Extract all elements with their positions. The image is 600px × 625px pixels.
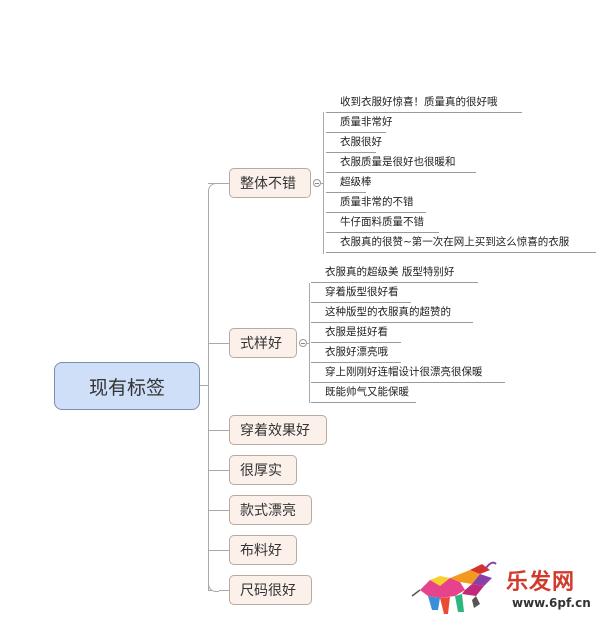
watermark-brand: 乐发网 [506, 569, 576, 595]
leaf-item[interactable]: 超级棒 [326, 173, 372, 193]
branch-node-size-good[interactable]: 尺码很好 [229, 575, 312, 605]
branch-connector-5 [208, 510, 229, 511]
branch-node-fabric-good[interactable]: 布料好 [229, 535, 297, 565]
root-node[interactable]: 现有标签 [54, 362, 200, 410]
leaf-group-vertical-2 [309, 283, 310, 403]
branch-connector-4 [208, 470, 229, 471]
leaf-item[interactable]: 穿着版型很好看 [311, 283, 411, 303]
leaf-item[interactable]: 牛仔面料质量不错 [326, 213, 439, 233]
branch-label: 整体不错 [240, 176, 296, 192]
root-label: 现有标签 [88, 376, 165, 399]
leaf-item[interactable]: 衣服很好 [326, 133, 382, 153]
branch-label: 很厚实 [240, 463, 282, 479]
branch-label: 穿着效果好 [240, 423, 310, 439]
bull-icon [411, 561, 497, 614]
leaf-item[interactable]: 衣服好漂亮哦 [311, 343, 401, 363]
branch-node-overall-good[interactable]: 整体不错 [229, 168, 311, 198]
watermark-logo: 乐发网 www.6pf.cn [410, 560, 595, 620]
leaf-item[interactable]: 衣服质量是很好也很暖和 [326, 153, 476, 173]
leaf-item[interactable]: 衣服是挺好看 [311, 323, 401, 343]
leaf-item[interactable]: 质量非常好 [326, 113, 393, 133]
leaf-item[interactable]: 既能帅气又能保暖 [311, 383, 416, 403]
root-connector [200, 385, 209, 386]
leaf-group-line-2 [307, 343, 310, 344]
branch-connector-3 [208, 430, 229, 431]
branch-node-thick[interactable]: 很厚实 [229, 455, 297, 485]
leaf-item[interactable]: 衣服真的很赞~第一次在网上买到这么惊喜的衣服 [326, 233, 596, 253]
leaf-item[interactable]: 穿上刚刚好连帽设计很漂亮很保暖 [311, 363, 505, 383]
branch-node-style-good[interactable]: 式样好 [229, 328, 297, 358]
trunk-curve-top [208, 183, 219, 194]
branch-label: 款式漂亮 [240, 503, 296, 519]
collapse-toggle-icon[interactable] [313, 179, 321, 187]
branch-node-pretty-style[interactable]: 款式漂亮 [229, 495, 312, 525]
leaf-group-line-1 [321, 183, 324, 184]
trunk-line [208, 190, 209, 590]
leaf-group-vertical-1 [323, 112, 324, 254]
leaf-item[interactable]: 衣服真的超级美 版型特别好 [311, 263, 478, 283]
trunk-curve-bottom [208, 581, 219, 592]
watermark-url: www.6pf.cn [512, 596, 591, 610]
leaf-item[interactable]: 这种版型的衣服真的超赞的 [311, 303, 473, 323]
branch-label: 式样好 [240, 336, 282, 352]
leaf-item[interactable]: 质量非常的不错 [326, 193, 426, 213]
branch-label: 布料好 [240, 543, 282, 559]
collapse-toggle-icon[interactable] [299, 339, 307, 347]
leaf-item[interactable]: 收到衣服好惊喜！质量真的很好哦 [326, 93, 522, 113]
branch-connector-6 [208, 550, 229, 551]
branch-connector-2 [208, 343, 229, 344]
branch-label: 尺码很好 [240, 583, 296, 599]
branch-node-wear-effect[interactable]: 穿着效果好 [229, 415, 327, 445]
